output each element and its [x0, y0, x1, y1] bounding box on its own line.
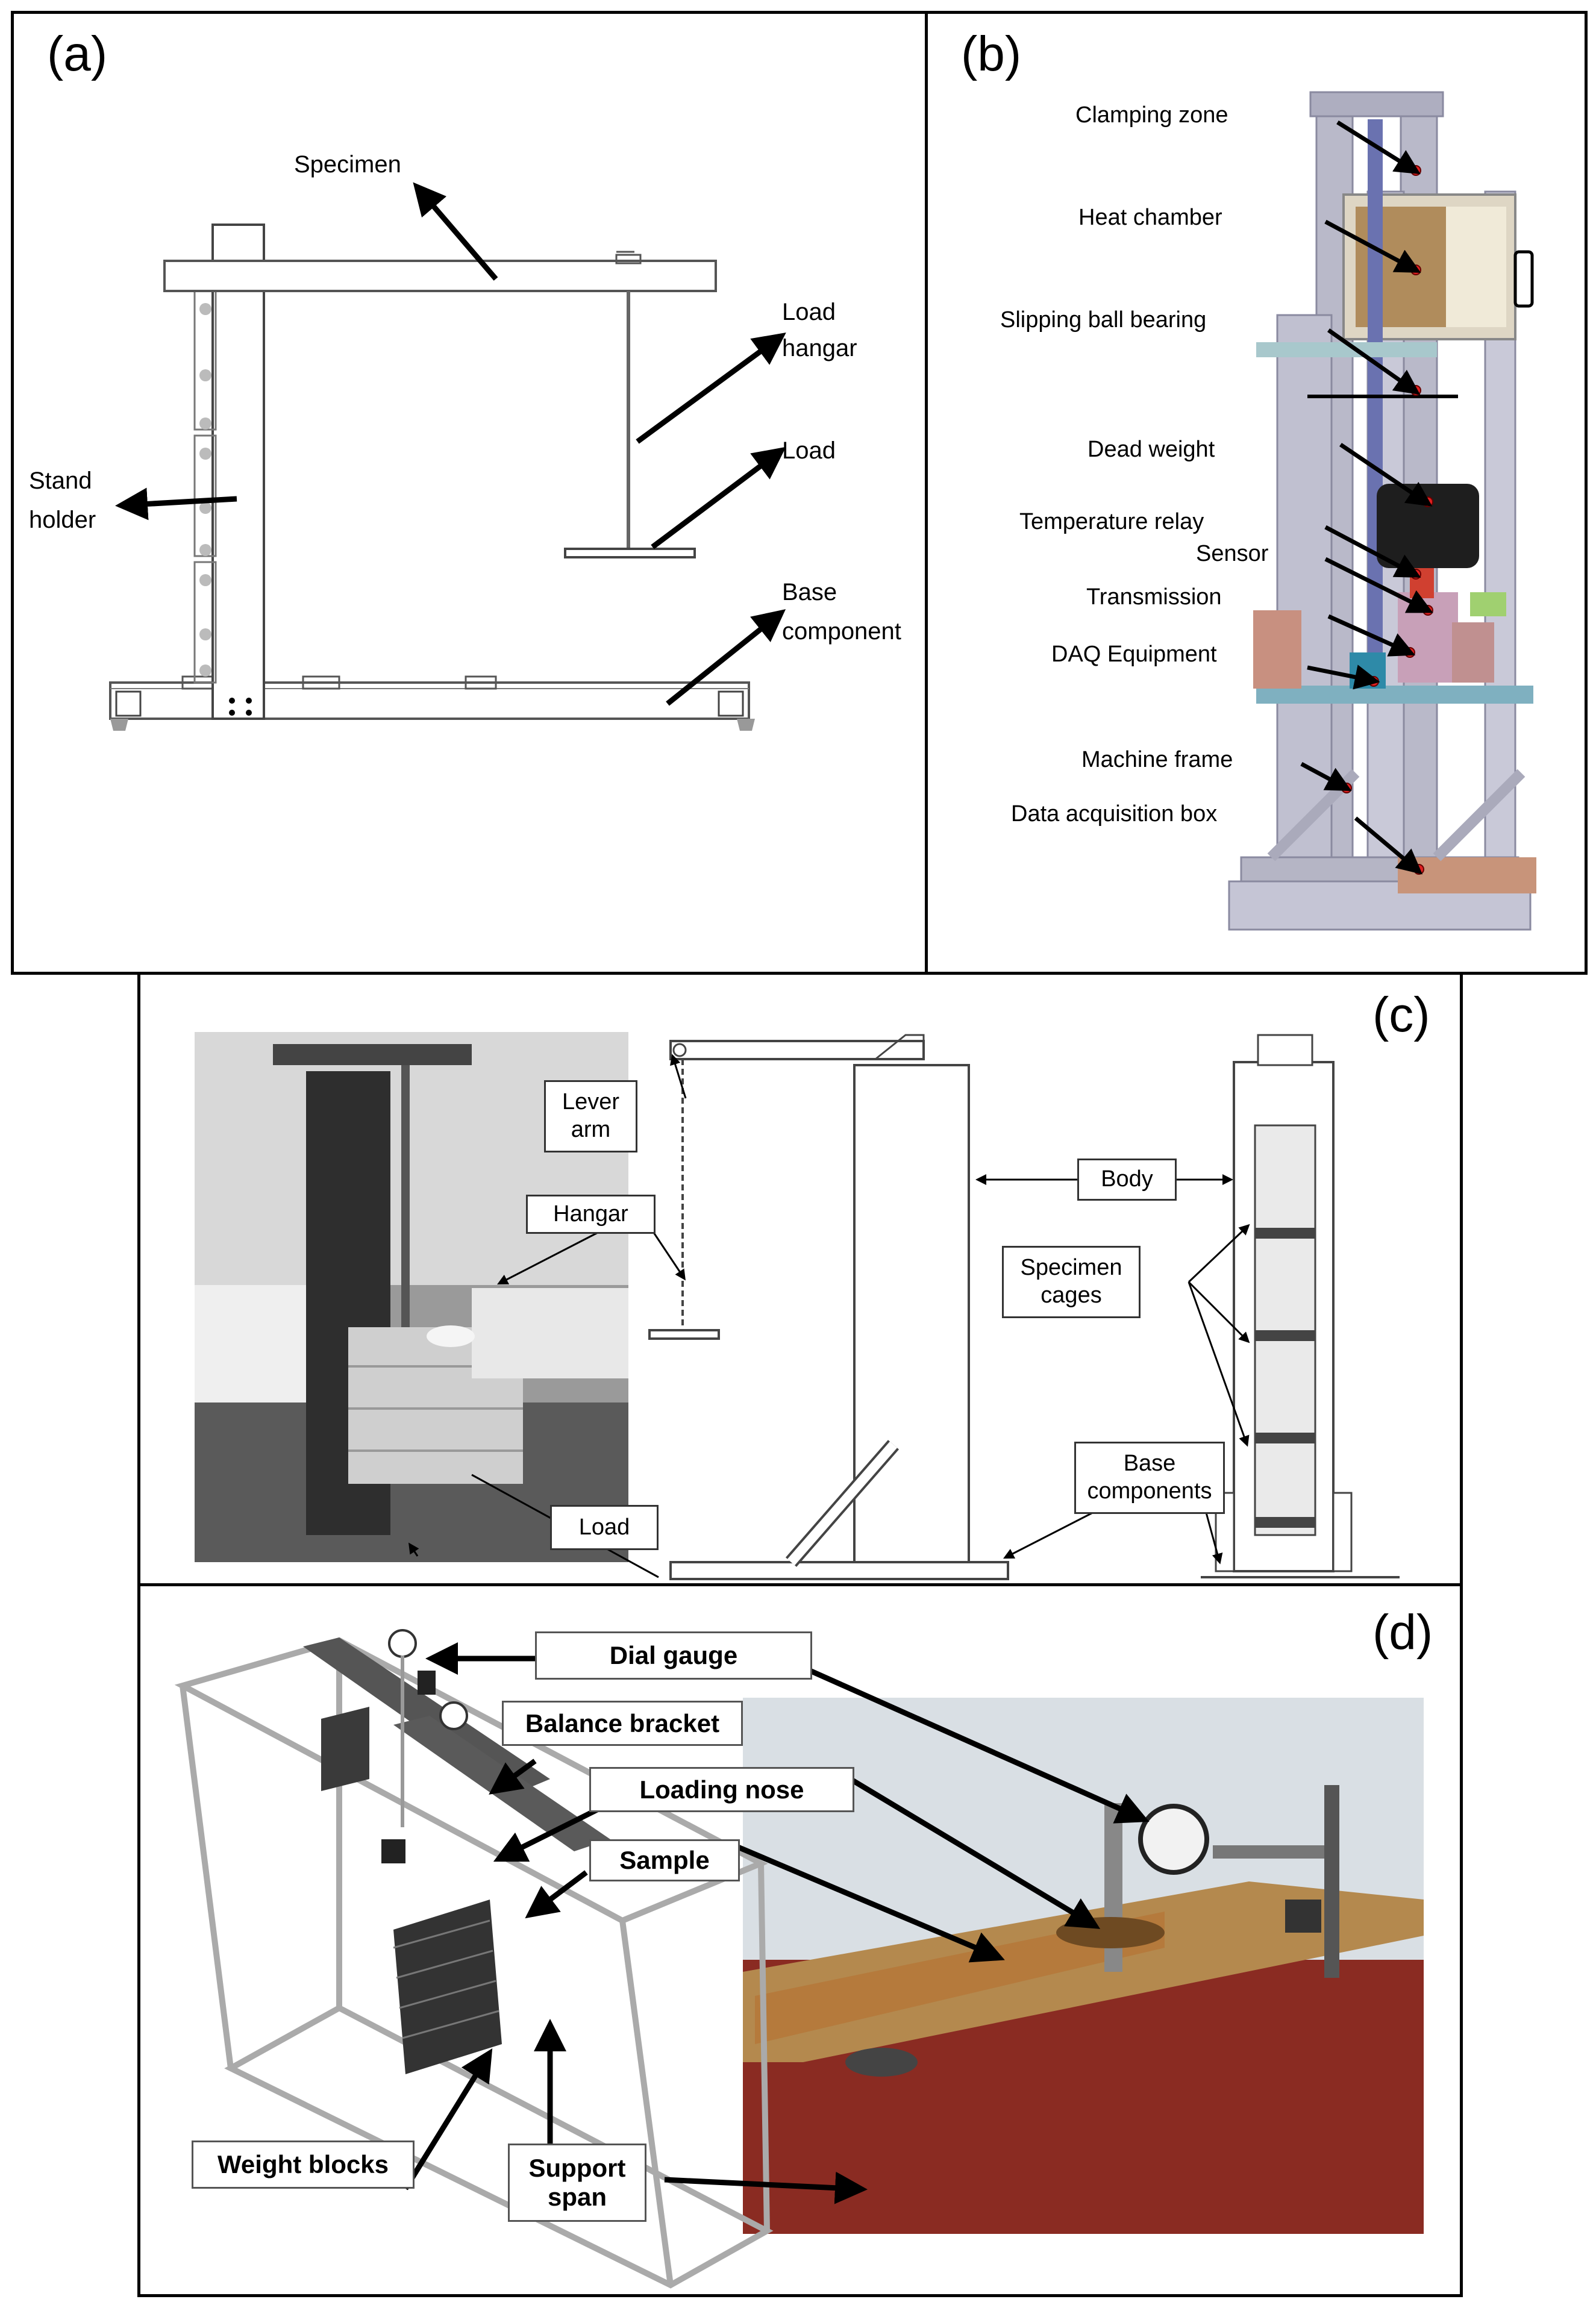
label-support-span-2: span — [547, 2183, 607, 2211]
label-balance-bracket: Balance bracket — [502, 1701, 743, 1746]
label-support-span-1: Support — [528, 2154, 626, 2182]
panel-b-drawing — [1228, 91, 1536, 931]
panel-a-tag: (a) — [47, 27, 108, 81]
panel-d: (d) — [137, 1583, 1463, 2297]
label-sensor: Sensor — [1196, 541, 1269, 566]
load-plate — [564, 548, 696, 558]
label-support-span: Support span — [508, 2144, 646, 2222]
label-dead-weight: Dead weight — [1087, 437, 1215, 462]
label-daq-equipment: DAQ Equipment — [1051, 642, 1217, 667]
label-transmission: Transmission — [1086, 584, 1222, 610]
label-heat-chamber: Heat chamber — [1078, 205, 1222, 230]
label-machine-frame: Machine frame — [1081, 747, 1233, 772]
label-stand-holder-2: holder — [29, 507, 96, 533]
label-specimen-cages-2: cages — [1041, 1283, 1102, 1308]
panel-d-photo — [743, 1698, 1424, 2234]
panel-c-tag: (c) — [1372, 987, 1430, 1042]
label-data-acquisition-box: Data acquisition box — [1011, 801, 1218, 827]
label-lever-arm-1: Lever — [562, 1089, 620, 1115]
label-base-components-1: Base — [1123, 1451, 1176, 1477]
panel-b-tag: (b) — [961, 27, 1022, 81]
label-weight-blocks: Weight blocks — [192, 2141, 415, 2189]
panel-c: (c) — [137, 972, 1463, 1586]
label-clamping-zone: Clamping zone — [1075, 102, 1228, 128]
specimen-beam — [163, 260, 717, 292]
label-specimen-cages-1: Specimen — [1020, 1255, 1122, 1281]
label-specimen-cages: Specimen cages — [1002, 1246, 1141, 1318]
label-load: Load — [550, 1505, 659, 1550]
label-slipping-ball-bearing: Slipping ball bearing — [1000, 307, 1207, 333]
panel-b: (b) — [925, 11, 1588, 975]
label-load-hangar-2: hangar — [782, 335, 857, 361]
label-lever-arm: Lever arm — [544, 1080, 637, 1152]
label-load: Load — [782, 437, 836, 464]
label-stand-holder-1: Stand — [29, 468, 92, 494]
label-base-components-2: components — [1087, 1478, 1212, 1504]
label-lever-arm-2: arm — [571, 1117, 611, 1142]
label-base-component-1: Base — [782, 579, 837, 605]
label-sample: Sample — [589, 1839, 740, 1881]
panel-a-drawing — [109, 182, 786, 731]
label-hangar: Hangar — [526, 1195, 656, 1234]
label-body: Body — [1077, 1159, 1177, 1201]
stand-holder-column — [211, 224, 265, 720]
label-loading-nose: Loading nose — [589, 1767, 854, 1812]
panel-c-photo — [195, 1032, 628, 1562]
label-base-component-2: component — [782, 618, 901, 645]
panel-d-tag: (d) — [1372, 1605, 1433, 1660]
label-temperature-relay: Temperature relay — [1019, 509, 1204, 534]
panel-c-drawing — [195, 1032, 1400, 1580]
label-specimen: Specimen — [294, 151, 401, 178]
panel-a: (a) — [11, 11, 928, 975]
label-dial-gauge: Dial gauge — [535, 1631, 812, 1680]
label-load-hangar-1: Load — [782, 299, 836, 325]
label-base-components: Base components — [1074, 1442, 1225, 1514]
